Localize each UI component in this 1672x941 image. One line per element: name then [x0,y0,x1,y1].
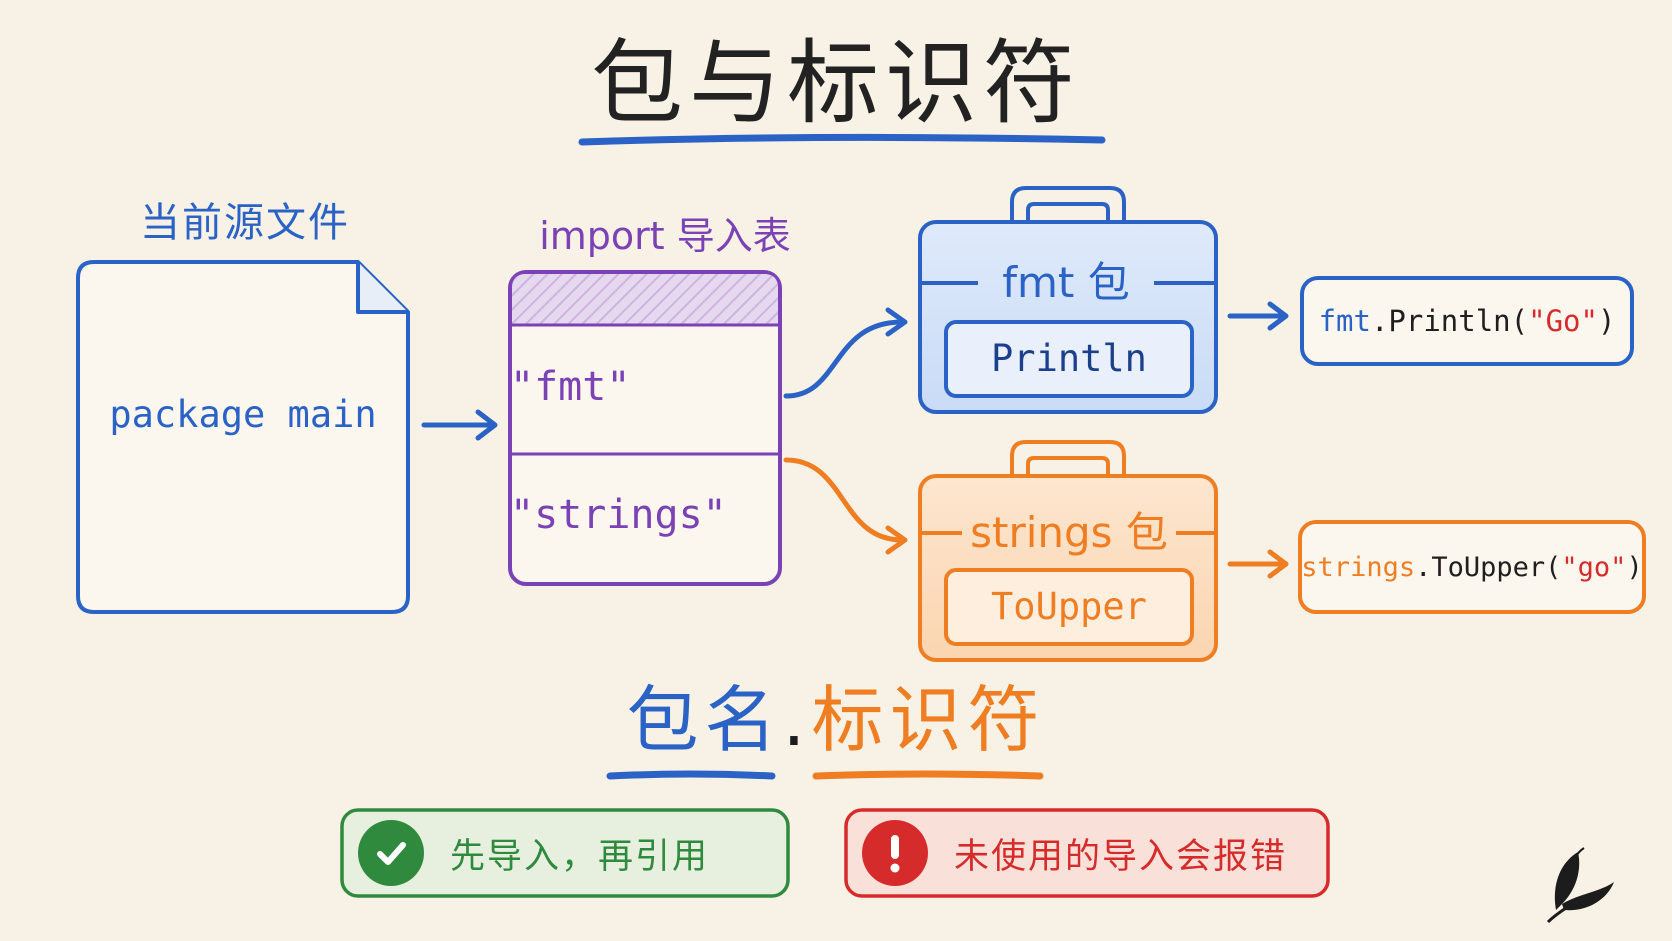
fmt-usage-code: fmt.Println("Go") [1302,278,1632,364]
formula-ident: 标识符 [811,678,1046,762]
arrow-source-to-import [421,409,498,441]
arrow-import-to-strings [783,457,908,555]
fmt-usage-box [1300,276,1634,366]
usage-pkg: fmt [1318,304,1371,338]
import-row-strings: "strings" [510,492,727,538]
arrow-import-to-fmt [783,307,908,399]
strings-package-title: strings 包 [970,508,1168,557]
usage-close: ) [1626,551,1643,583]
formula-ident-underline [812,770,1044,780]
note-ok-box [340,808,790,898]
identifier-formula: 包名.标识符 [0,676,1672,764]
import-table-label: import 导入表 [539,214,791,258]
butterfly-logo [1546,847,1614,924]
formula-dot: . [782,678,812,762]
note-error-box [844,808,1330,898]
strings-toolbox [918,440,1218,662]
fmt-toolbox [918,186,1218,414]
arrow-fmt-to-usage [1227,301,1289,331]
usage-arg: "Go" [1528,304,1598,338]
arrow-strings-to-usage [1227,549,1289,579]
usage-call: .Println( [1370,304,1529,338]
usage-pkg: strings [1301,551,1416,583]
strings-usage-code: strings.ToUpper("go") [1300,522,1644,612]
note-import-first-text: 先导入，再引用 [450,836,710,877]
fmt-package-identifier: Println [991,337,1147,380]
strings-package-identifier: ToUpper [991,585,1147,628]
formula-pkg-underline [606,770,776,780]
note-unused-import-text: 未使用的导入会报错 [954,836,1288,877]
strings-usage-box [1298,520,1646,614]
note-unused-import-error: 未使用的导入会报错 [862,820,1287,886]
exclamation-icon [862,820,928,886]
source-file-code: package main [109,393,377,436]
import-row-fmt: "fmt" [510,364,631,410]
usage-close: ) [1597,304,1616,338]
import-table [508,270,782,586]
page-title: 包与标识符 [590,30,1081,137]
title-underline [578,133,1106,146]
fmt-package-title: fmt 包 [1002,258,1130,307]
source-file-document [76,260,410,614]
folded-corner [356,262,408,314]
usage-arg: "go" [1561,551,1627,583]
usage-call: .ToUpper( [1415,551,1562,583]
formula-pkg: 包名 [626,678,783,762]
source-file-label: 当前源文件 [140,200,350,246]
check-icon [358,820,424,886]
note-import-first: 先导入，再引用 [358,820,709,886]
